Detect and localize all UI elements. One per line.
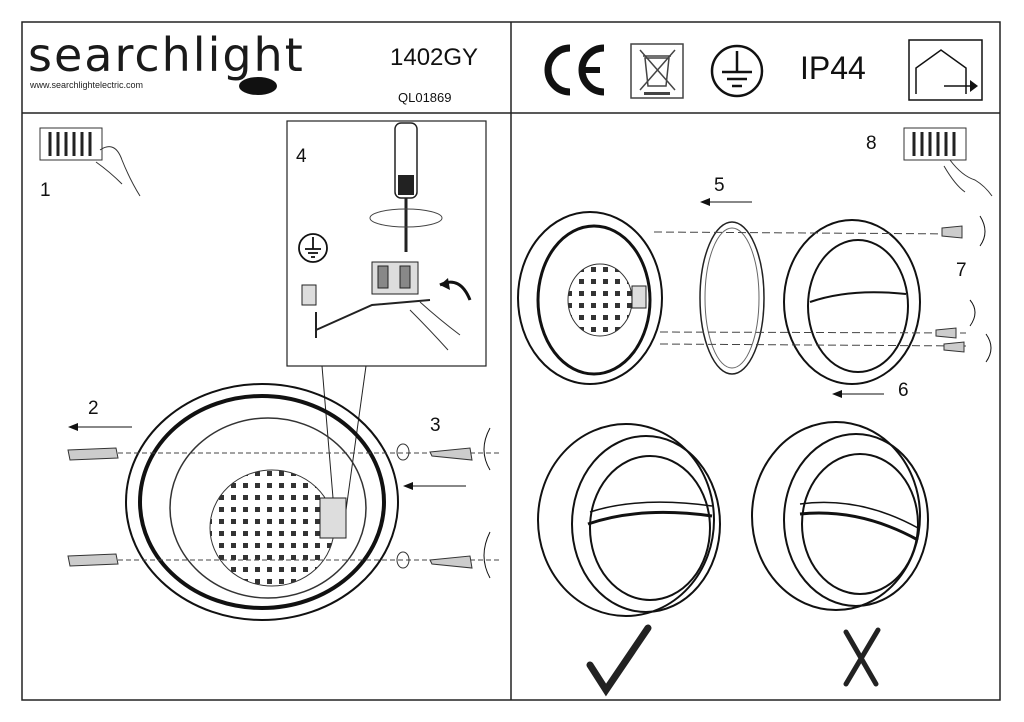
step-label-3: 3 bbox=[430, 415, 441, 436]
model-number: 1402GY bbox=[390, 44, 479, 71]
product-code: QL01869 bbox=[398, 90, 452, 105]
fixture-base-right bbox=[517, 211, 663, 385]
step-label-5: 5 bbox=[714, 175, 725, 196]
earth-ground-icon-small bbox=[298, 233, 328, 263]
step-label-2: 2 bbox=[88, 398, 99, 419]
ce-mark-icon bbox=[544, 44, 605, 96]
earth-ground-icon bbox=[710, 44, 764, 98]
cross-mark-icon bbox=[843, 627, 881, 687]
ip-rating: IP44 bbox=[800, 50, 866, 86]
step-label-8: 8 bbox=[866, 133, 877, 154]
brand-logo: searchlight bbox=[28, 28, 305, 82]
logo-mark bbox=[239, 77, 277, 95]
step-label-7: 7 bbox=[956, 260, 967, 281]
cover-bezel-right bbox=[783, 219, 921, 385]
indoor-outdoor-house-icon bbox=[908, 39, 983, 101]
terminal-block-hand-1 bbox=[39, 127, 141, 197]
terminal-block-hand-8 bbox=[903, 127, 993, 197]
assembled-fixture-wrong bbox=[751, 421, 929, 611]
direction-arrows-left bbox=[68, 423, 491, 579]
terminal-connector bbox=[301, 261, 472, 351]
brand-url: www.searchlightelectric.com bbox=[30, 80, 144, 90]
screwdriver-icon bbox=[369, 122, 443, 252]
check-mark-icon bbox=[586, 624, 652, 697]
glass-diffuser bbox=[699, 221, 765, 375]
wall-fixture-base bbox=[125, 383, 399, 621]
weee-bin-icon bbox=[630, 43, 684, 99]
step-label-1: 1 bbox=[40, 180, 51, 201]
wall-plug-bottom bbox=[67, 551, 500, 569]
wall-plug-top bbox=[67, 443, 500, 461]
exploded-guides bbox=[653, 198, 992, 398]
assembled-fixture-correct bbox=[537, 423, 721, 617]
step-label-6: 6 bbox=[898, 380, 909, 401]
step-label-4: 4 bbox=[296, 146, 307, 167]
